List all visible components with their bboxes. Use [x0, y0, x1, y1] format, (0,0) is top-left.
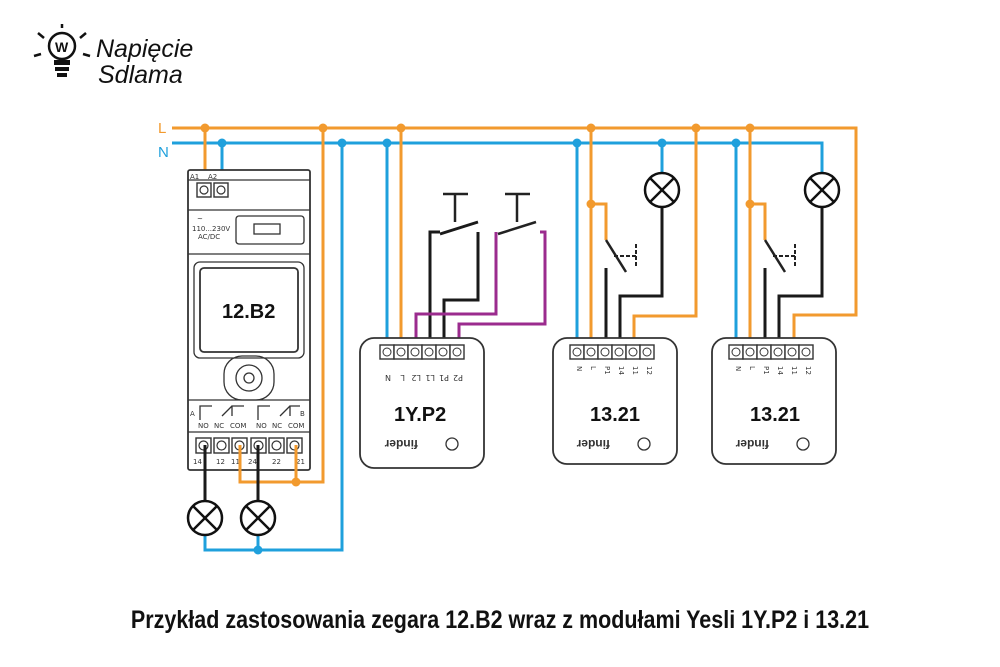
wire-m1-p2 [457, 230, 547, 352]
module-1321-a-name: 13.21 [590, 404, 640, 426]
m2-term-p1: P1 [603, 366, 611, 375]
module-1321-a: N L P1 14 11 12 13.21 finder [552, 337, 678, 465]
wire-timer-com [238, 128, 325, 484]
phase-bus [172, 126, 858, 351]
push-button-icon [497, 192, 537, 236]
m3-term-11: 11 [790, 366, 798, 375]
timer-ac-symbol: ~ [197, 215, 203, 223]
timer-no-b: NO [256, 422, 267, 430]
lamp-icon [643, 171, 681, 209]
brand-logo-icon [445, 437, 459, 451]
module-1321-b-name: 13.21 [750, 404, 800, 426]
timer-nc-b: NC [272, 422, 282, 430]
wire-m2-14 [618, 208, 664, 352]
m2-brand: finder [576, 437, 610, 451]
m2-term-14: 14 [617, 366, 625, 375]
logo-line2: Sdlama [98, 61, 183, 89]
lamp-icon [239, 499, 277, 537]
timer-a1-label: A1 [190, 173, 199, 181]
m3-term-n: N [734, 366, 742, 371]
timer-contact-a: A [190, 410, 195, 418]
wire-m1-l2 [414, 232, 498, 352]
timer-name: 12.B2 [222, 301, 275, 323]
m3-term-12: 12 [804, 366, 812, 375]
switch-icon [763, 239, 796, 273]
switch-icon [604, 239, 637, 273]
m1-term-p2: P2 [453, 373, 463, 382]
m1-term-l2: L2 [411, 373, 421, 382]
timer-a2-label: A2 [208, 173, 217, 181]
lamp-icon [803, 171, 841, 209]
line-n-label: N [158, 144, 169, 161]
wire-m1-l1 [428, 230, 440, 352]
logo-line1: Napięcie [96, 35, 193, 63]
timer-device: A1 A2 ~ 110...230V AC/DC 12.B2 A B NO NC… [187, 169, 311, 471]
module-1321-a-terminals [569, 344, 655, 360]
module-1yp2-name: 1Y.P2 [394, 404, 446, 426]
m3-term-l: L [748, 366, 756, 370]
wire-m2-11 [632, 128, 698, 352]
wire-m2-switch-l [591, 202, 608, 240]
timer-nc-a: NC [214, 422, 224, 430]
push-button-icon [439, 192, 479, 236]
brand-logo-icon [796, 437, 810, 451]
m1-term-l1: L1 [425, 373, 435, 382]
wire-lamps-neutral [203, 143, 344, 552]
timer-contact-b: B [300, 410, 305, 418]
brand-logo-icon [637, 437, 651, 451]
timer-no-a: NO [198, 422, 209, 430]
m3-brand: finder [735, 437, 769, 451]
timer-voltage: 110...230V [192, 225, 230, 233]
wire-m1-p1 [442, 232, 480, 352]
timer-type: AC/DC [198, 233, 220, 241]
svg-text:W: W [55, 39, 69, 55]
m2-term-l: L [589, 366, 597, 370]
m1-brand: finder [384, 437, 418, 451]
lightbulb-icon: W [33, 24, 91, 77]
wire-m3-switch-l [750, 202, 767, 240]
lamp-icon [186, 499, 224, 537]
wire-m3-14 [777, 208, 824, 352]
m3-term-14: 14 [776, 366, 784, 375]
module-1321-b-terminals [728, 344, 814, 360]
timer-term-12: 12 [216, 458, 225, 466]
logo: W Napięcie Sdlama [33, 24, 193, 89]
timer-term-24: 24 [248, 458, 257, 466]
m2-term-12: 12 [645, 366, 653, 375]
junction-dots [200, 123, 755, 555]
m1-term-p1: P1 [439, 373, 449, 382]
timer-term-14: 14 [193, 458, 202, 466]
module-1yp2: N L L2 L1 P1 P2 1Y.P2 finder [359, 337, 485, 469]
diagram-caption: Przykład zastosowania zegara 12.B2 wraz … [130, 606, 870, 634]
m3-term-p1: P1 [762, 366, 770, 375]
timer-term-11: 11 [231, 458, 240, 466]
line-l-label: L [158, 120, 166, 137]
timer-com-a: COM [230, 422, 246, 430]
timer-com-b: COM [288, 422, 304, 430]
m2-term-11: 11 [631, 366, 639, 375]
m1-term-l: L [400, 373, 405, 382]
module-1yp2-terminals [379, 344, 465, 360]
timer-term-22: 22 [272, 458, 281, 466]
timer-term-21: 21 [296, 458, 305, 466]
m2-term-n: N [575, 366, 583, 371]
module-1321-b: N L P1 14 11 12 13.21 finder [711, 337, 837, 465]
m1-term-n: N [385, 373, 391, 382]
